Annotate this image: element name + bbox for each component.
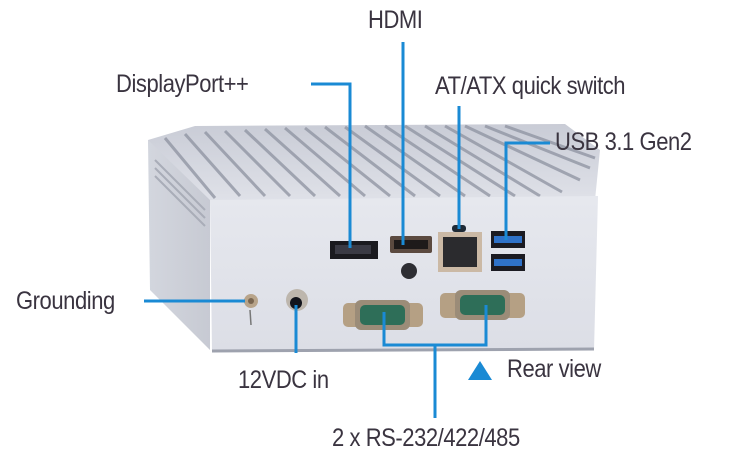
leader-usb [504, 141, 550, 240]
usb-ports [491, 231, 525, 271]
callout-grounding: Grounding [16, 287, 115, 315]
callout-hdmi: HDMI [368, 6, 423, 34]
chassis-side [148, 140, 210, 350]
dc-in-jack [286, 289, 308, 311]
callout-dc-in: 12VDC in [238, 366, 329, 394]
heatsink-top [148, 124, 600, 200]
callout-usb: USB 3.1 Gen2 [555, 128, 692, 156]
displayport-port [330, 241, 378, 259]
callout-displayport: DisplayPort++ [116, 70, 249, 98]
leader-displayport [311, 82, 352, 248]
callout-serial: 2 x RS-232/422/485 [332, 424, 520, 452]
serial-port-2 [440, 290, 525, 320]
grounding-screw [244, 294, 258, 326]
lan-port [438, 232, 482, 272]
view-label: Rear view [507, 355, 601, 383]
callout-at-atx: AT/ATX quick switch [435, 72, 626, 100]
power-button [401, 263, 417, 279]
hdmi-port [390, 236, 432, 253]
triangle-up-icon [468, 361, 492, 380]
